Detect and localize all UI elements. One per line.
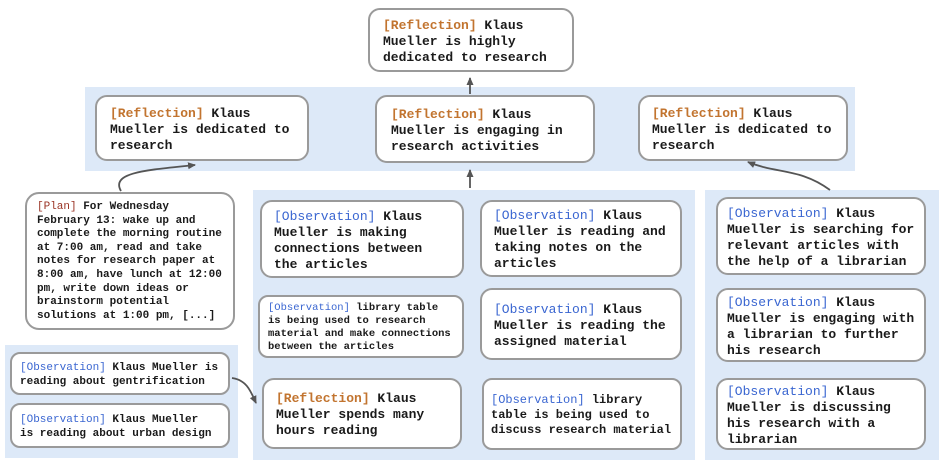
node-text: Klaus Mueller is dedicated to research [110, 106, 290, 153]
reflection-tag: [Reflection] [391, 107, 485, 122]
observation-tag: [Observation] [274, 209, 376, 224]
node-text: For Wednesday February 13: wake up and c… [37, 201, 222, 322]
node-obs-making-connections: [Observation] Klaus Mueller is making co… [260, 200, 464, 278]
node-reflection-middle: [Reflection] Klaus Mueller is engaging i… [375, 95, 595, 163]
node-obs-engaging-librarian: [Observation] Klaus Mueller is engaging … [716, 288, 926, 362]
reflection-tag: [Reflection] [652, 106, 746, 121]
node-top-reflection: [Reflection] Klaus Mueller is highly ded… [368, 8, 574, 72]
node-obs-gentrification: [Observation] Klaus Mueller is reading a… [10, 352, 230, 395]
observation-tag: [Observation] [20, 362, 106, 374]
reflection-tag: [Reflection] [276, 391, 370, 406]
node-obs-library-research: [Observation] library table is being use… [258, 295, 464, 358]
node-text: Klaus Mueller is reading about gentrific… [20, 362, 219, 388]
node-reflection-hours-reading: [Reflection] Klaus Mueller spends many h… [262, 378, 462, 449]
node-obs-taking-notes: [Observation] Klaus Mueller is reading a… [480, 200, 682, 277]
observation-tag: [Observation] [491, 393, 585, 407]
observation-tag: [Observation] [494, 208, 596, 223]
observation-tag: [Observation] [727, 295, 829, 310]
observation-tag: [Observation] [268, 302, 350, 314]
node-plan: [Plan] For Wednesday February 13: wake u… [25, 192, 235, 330]
observation-tag: [Observation] [494, 302, 596, 317]
node-obs-assigned-material: [Observation] Klaus Mueller is reading t… [480, 288, 682, 360]
node-text: Klaus Mueller is discussing his research… [727, 384, 891, 447]
node-text: library table is being used to research … [268, 302, 451, 353]
observation-tag: [Observation] [20, 414, 106, 426]
node-text: Klaus Mueller is making connections betw… [274, 209, 423, 272]
node-text: Klaus Mueller is dedicated to research [652, 106, 832, 153]
plan-tag: [Plan] [37, 201, 77, 213]
node-obs-discussing-research: [Observation] Klaus Mueller is discussin… [716, 378, 926, 450]
node-text: Klaus Mueller is engaging in research ac… [391, 107, 563, 154]
node-text: Klaus Mueller is highly dedicated to res… [383, 18, 547, 65]
node-text: library table is being used to discuss r… [491, 393, 672, 437]
node-reflection-left: [Reflection] Klaus Mueller is dedicated … [95, 95, 309, 161]
node-text: Klaus Mueller spends many hours reading [276, 391, 425, 438]
node-text: Klaus Mueller is reading the assigned ma… [494, 302, 666, 349]
node-text: Klaus Mueller is reading about urban des… [20, 414, 212, 440]
observation-tag: [Observation] [727, 206, 829, 221]
node-obs-searching-articles: [Observation] Klaus Mueller is searching… [716, 197, 926, 275]
reflection-tag: [Reflection] [383, 18, 477, 33]
node-text: Klaus Mueller is engaging with a librari… [727, 295, 915, 358]
node-text: Klaus Mueller is reading and taking note… [494, 208, 666, 271]
node-text: Klaus Mueller is searching for relevant … [727, 206, 915, 269]
observation-tag: [Observation] [727, 384, 829, 399]
node-reflection-right: [Reflection] Klaus Mueller is dedicated … [638, 95, 848, 161]
node-obs-library-discuss: [Observation] library table is being use… [482, 378, 682, 450]
reflection-tag: [Reflection] [110, 106, 204, 121]
node-obs-urban-design: [Observation] Klaus Mueller is reading a… [10, 403, 230, 448]
